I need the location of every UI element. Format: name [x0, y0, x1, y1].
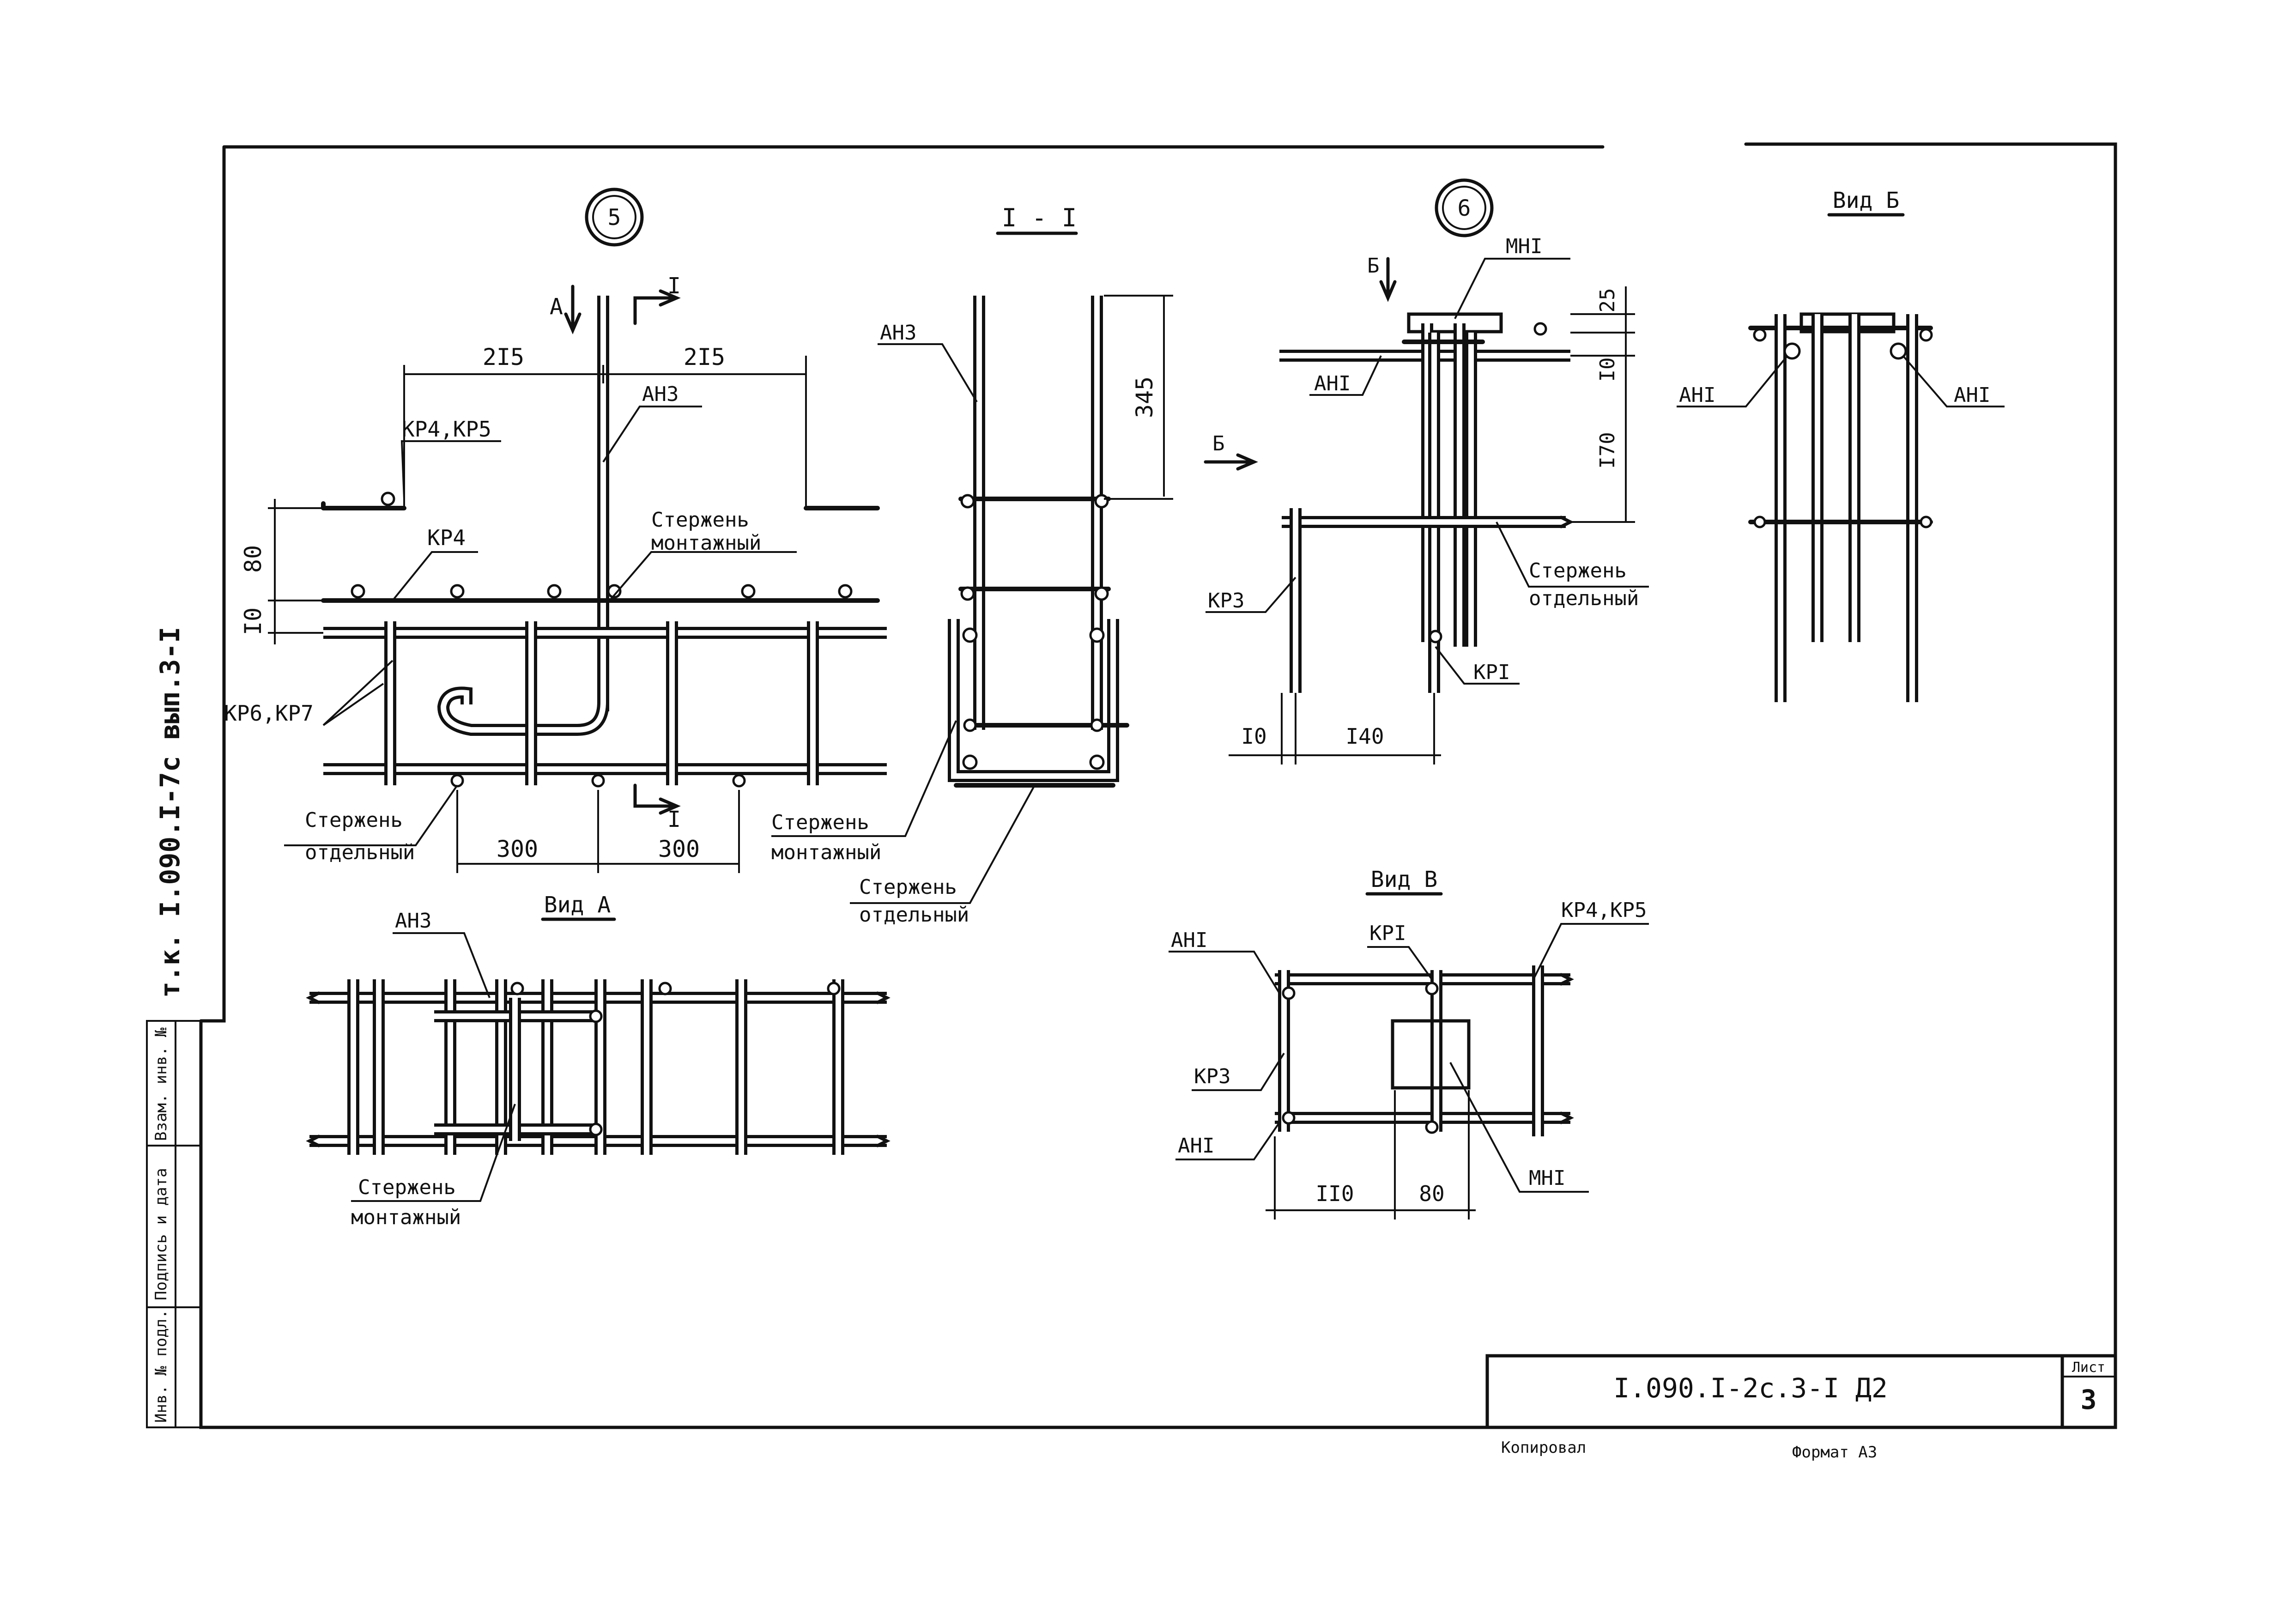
section-1-1-rod-mount-1: Стержень — [771, 811, 869, 834]
section-1-1-drawing: I - I 345 АН3 Стержень монтажный Стержен… — [771, 203, 1173, 927]
node-6-arrow-b-top: Б — [1367, 254, 1380, 278]
view-b-ah1-right: АНI — [1954, 383, 1990, 407]
node-6-dim-170: I70 — [1596, 432, 1619, 468]
stamp-field-signature: Подпись и дата — [152, 1168, 170, 1300]
section-1-1-title: I - I — [1002, 203, 1077, 232]
section-1-1-rod-mount-2: монтажный — [771, 841, 881, 864]
side-document-code: т.к. I.090.I-7с вып.3-I — [154, 627, 186, 998]
title-block: I.090.I-2с.3-I Д2 Лист 3 — [1485, 1354, 2117, 1429]
node-6-rod-sep-1: Стержень — [1529, 559, 1627, 582]
view-v-ah1-top: АНI — [1171, 928, 1207, 952]
view-b-ah1-left: АНI — [1679, 383, 1715, 407]
view-v-kp1: КРI — [1369, 922, 1406, 945]
node-5-dim-300-right: 300 — [658, 836, 700, 862]
section-1-1-ah3: АН3 — [880, 321, 916, 345]
view-a-drawing: Вид А АН3 Стержень — [306, 892, 891, 1229]
node-5-drawing: 5 А I I 2I5 2I5 КР4,КР5 КР4 — [224, 188, 887, 873]
view-a-title: Вид А — [544, 892, 611, 918]
view-a-dots — [510, 982, 841, 1136]
view-v-kp3: КР3 — [1194, 1065, 1230, 1088]
node-6-ah1: АНI — [1314, 372, 1351, 395]
sheet-label: Лист — [2072, 1359, 2105, 1376]
node-5-lower-dots — [450, 774, 746, 788]
node-5-rod-mount-2: монтажный — [651, 531, 761, 555]
stamp-field-inventory: Инв. № подл. — [152, 1309, 170, 1423]
node-6-kp1: КРI — [1473, 661, 1510, 684]
node-5-kp4: КР4 — [427, 525, 466, 550]
node-6-arrow-b-side: Б — [1212, 432, 1225, 455]
format-label: Формат А3 — [1792, 1443, 1877, 1462]
node-5-cut-bottom: I — [667, 807, 681, 832]
doc-code: I.090.I-2с.3-I Д2 — [1613, 1372, 1888, 1404]
node-6-rod-sep-2: отдельный — [1529, 587, 1639, 610]
stamp-field-replace: Взам. инв. № — [152, 1027, 170, 1141]
node-5-rod-sep-1: Стержень — [305, 808, 403, 832]
node-5-marker-circle — [585, 188, 644, 247]
node-6-marker-circle — [1435, 178, 1494, 237]
node-5-dim-300-left: 300 — [497, 836, 538, 862]
node-6-dim-25: 25 — [1596, 288, 1619, 313]
view-a-ah3: АН3 — [395, 909, 431, 933]
node-6-dim-10-bottom: I0 — [1241, 724, 1266, 749]
node-6-kp3: КР3 — [1208, 589, 1244, 613]
node-5-cut-top: I — [667, 273, 681, 299]
view-v-dim-110: II0 — [1315, 1181, 1354, 1206]
node-5-kp4-kp5: КР4,КР5 — [402, 417, 491, 442]
node-5-dim-80: 80 — [240, 545, 267, 573]
node-5-dim-215-left: 2I5 — [483, 344, 524, 370]
view-v-ah1-bottom: АНI — [1178, 1134, 1214, 1158]
section-1-1-dim-345: 345 — [1131, 376, 1158, 418]
node-6-dim-10-top: I0 — [1596, 358, 1619, 382]
node-5-dim-10: I0 — [240, 607, 267, 635]
node-5-marker: 5 — [608, 205, 621, 231]
view-v-kp4-kp5: КР4,КР5 — [1561, 898, 1647, 922]
node-5-kp4-dots — [351, 584, 853, 599]
sheet-frame — [146, 142, 2117, 1429]
view-b-title: Вид Б — [1833, 188, 1900, 213]
view-v-drawing: Вид В АНI КРI КР4,КР5 КР3 АНI МНI II0 80 — [1169, 867, 1649, 1220]
node-5-rod-mount-1: Стержень — [651, 508, 749, 532]
view-v-dim-80: 80 — [1419, 1181, 1444, 1206]
view-b-drawing: Вид Б АНI АНI — [1677, 188, 2005, 702]
node-6-mh1: МНI — [1506, 235, 1542, 258]
section-1-1-rod-sep-2: отдельный — [859, 903, 969, 927]
node-5-arrow-a: А — [550, 294, 563, 320]
view-a-rod-mount-2: монтажный — [351, 1206, 461, 1229]
node-5-kp6-kp7: КР6,КР7 — [224, 701, 314, 726]
node-6-marker: 6 — [1458, 195, 1471, 221]
view-v-mh1: МНI — [1529, 1166, 1565, 1190]
copied-by-label: Копировал — [1501, 1438, 1586, 1457]
node-6-drawing: 6 Б МНI АНI КР3 Б 25 I0 I70 — [1204, 178, 1649, 765]
view-a-rod-mount-1: Стержень — [358, 1176, 456, 1199]
node-6-dim-140: I40 — [1345, 724, 1384, 749]
view-v-title: Вид В — [1371, 867, 1438, 892]
node-5-ah3: АН3 — [642, 382, 679, 406]
node-5-cage-verticals — [384, 621, 819, 785]
side-stamp: Инв. № подл. Подпись и дата Взам. инв. № — [152, 1027, 170, 1423]
section-1-1-rod-sep-1: Стержень — [859, 875, 957, 899]
node-5-rod-sep-2: отдельный — [305, 841, 415, 864]
sheet-number: 3 — [2081, 1384, 2097, 1415]
node-5-dim-215-right: 2I5 — [684, 344, 725, 370]
